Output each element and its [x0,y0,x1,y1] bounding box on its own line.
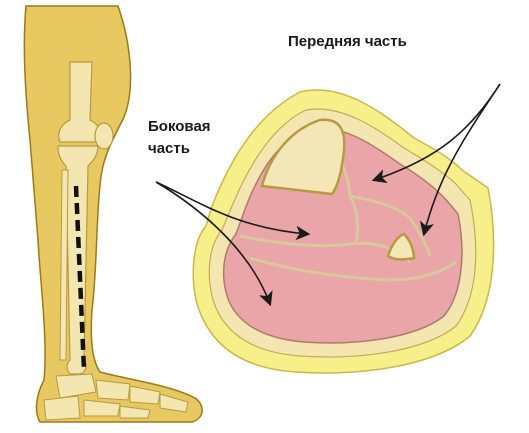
annotation-arrows [155,83,501,307]
incision-line [73,185,87,371]
leg-silhouette [23,5,203,423]
lateral-arrow-2 [155,181,273,307]
anterior-compartment-label: Передняя часть [288,33,407,50]
lateral-arrow-1 [155,181,311,241]
lateral-compartment-label-line2: часть [148,140,190,157]
patella-bone [94,122,114,150]
leg-cross-section [192,89,495,374]
fibula-section [386,232,416,261]
leg-illustration [23,5,203,423]
foot-bones [43,373,189,421]
tibia-section [260,118,346,196]
anterior-arrow-2 [419,83,501,237]
fibula-bone [59,169,69,361]
lateral-compartment-label-line1: Боковая [148,118,211,135]
